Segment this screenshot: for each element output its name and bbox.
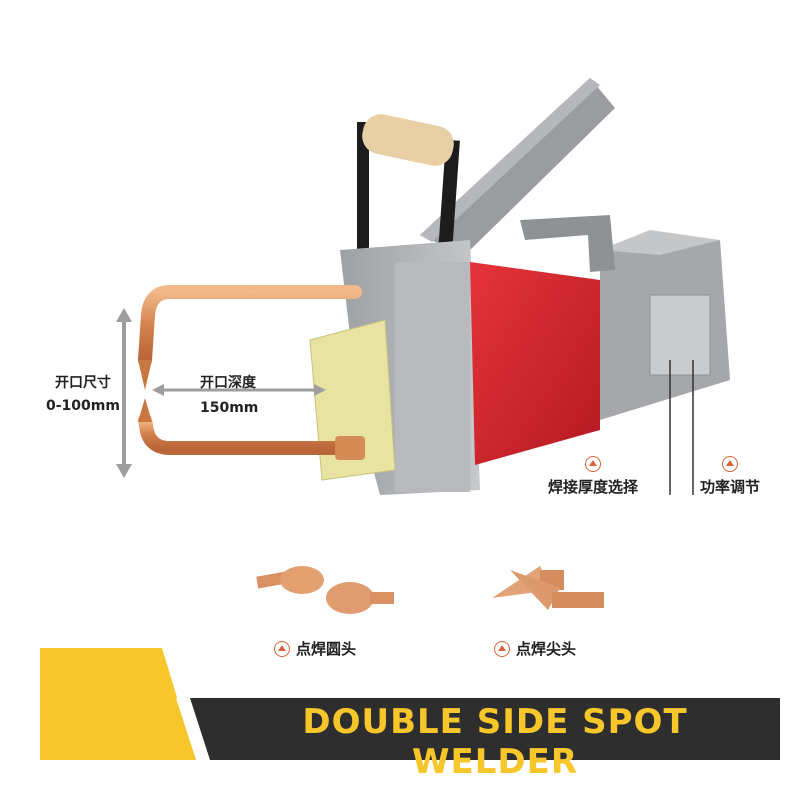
opening-depth-arrow	[152, 384, 326, 396]
callout-lines	[669, 360, 694, 495]
opening-size-arrow	[116, 308, 132, 478]
pointed-tips	[492, 566, 604, 610]
bottom-banner	[40, 648, 780, 760]
power-adjust-callout: 功率调节	[700, 456, 760, 497]
banner-title: DOUBLE SIDE SPOT WELDER	[302, 702, 688, 782]
opening-size-title: 开口尺寸	[55, 375, 111, 391]
thickness-select-label: 焊接厚度选择	[548, 478, 639, 496]
pointed-tip-text: 点焊尖头	[516, 640, 577, 658]
opening-depth-value: 150mm	[200, 400, 259, 416]
opening-size-value: 0-100mm	[46, 398, 120, 414]
round-tips	[256, 566, 394, 614]
opening-depth-title: 开口深度	[200, 375, 256, 391]
round-tip-text: 点焊圆头	[296, 640, 357, 658]
insulation-sheet	[309, 319, 396, 481]
round-tip-label: 点焊圆头	[274, 638, 356, 659]
pointed-tip-label: 点焊尖头	[494, 638, 576, 659]
copper-arms	[138, 285, 365, 460]
triangle-icon	[585, 456, 601, 472]
power-adjust-label: 功率调节	[700, 478, 761, 496]
triangle-icon	[722, 456, 738, 472]
welder-body	[340, 215, 730, 495]
lever-arm	[420, 78, 615, 255]
triangle-icon	[274, 640, 290, 657]
triangle-icon	[494, 640, 510, 657]
thickness-select-callout: 焊接厚度选择	[548, 456, 638, 497]
